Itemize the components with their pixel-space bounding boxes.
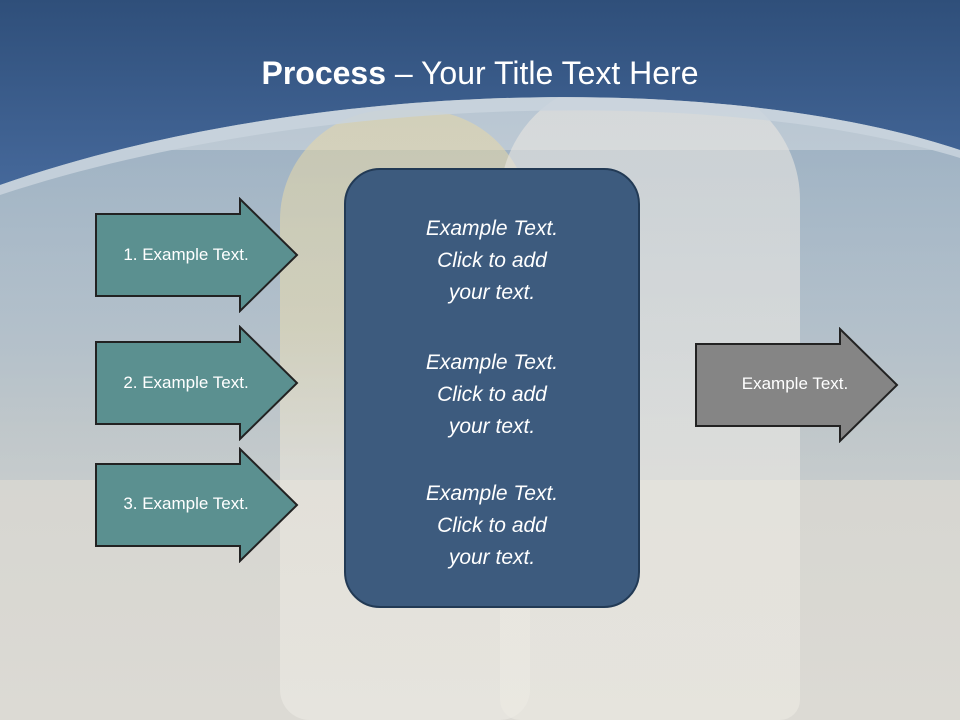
left-arrow-2-label: 2. Example Text. xyxy=(123,373,249,392)
center-item-3-line3: your text. xyxy=(448,546,536,569)
right-arrow-label: Example Text. xyxy=(741,374,849,393)
center-item-1-line2: Click to add xyxy=(437,249,547,272)
left-arrow-2[interactable] xyxy=(94,325,300,441)
center-text-box[interactable] xyxy=(344,168,640,608)
center-item-2-line1: Example Text. xyxy=(425,351,559,374)
page-title: Process – Your Title Text Here xyxy=(0,55,960,92)
center-item-3-line1: Example Text. xyxy=(425,482,559,505)
left-arrow-1-label: 1. Example Text. xyxy=(123,245,249,264)
center-item-2-line3: your text. xyxy=(448,415,536,438)
center-item-2[interactable]: Example Text. Click to add your text. xyxy=(344,347,640,443)
left-arrow-3[interactable] xyxy=(94,447,300,563)
right-arrow[interactable] xyxy=(694,327,900,443)
center-item-1-line3: your text. xyxy=(448,281,536,304)
center-item-1[interactable]: Example Text. Click to add your text. xyxy=(344,213,640,309)
title-rest: – Your Title Text Here xyxy=(386,55,699,91)
left-arrow-1[interactable] xyxy=(94,197,300,313)
center-item-2-line2: Click to add xyxy=(437,383,547,406)
center-item-3[interactable]: Example Text. Click to add your text. xyxy=(344,478,640,574)
left-arrow-3-label: 3. Example Text. xyxy=(123,494,249,513)
title-bold: Process xyxy=(261,55,387,91)
center-item-3-line2: Click to add xyxy=(437,514,547,537)
center-item-1-line1: Example Text. xyxy=(425,217,559,240)
header-band xyxy=(0,0,960,195)
